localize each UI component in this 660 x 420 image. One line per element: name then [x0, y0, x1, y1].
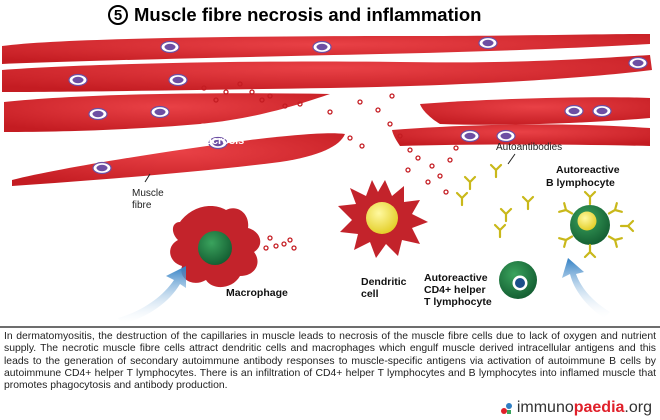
macrophage-debris — [263, 235, 297, 251]
t-lymphocyte — [499, 261, 537, 299]
muscle-fibre-2 — [2, 55, 652, 92]
dendritic-label-line2: cell — [361, 288, 379, 300]
macrophage-label: Macrophage — [226, 287, 288, 299]
title: 5 Muscle fibre necrosis and inflammation — [108, 2, 481, 28]
autoreactive-t-label-line1: Autoreactive — [424, 272, 488, 284]
infiltration-arrow-left — [118, 266, 186, 324]
page-title: Muscle fibre necrosis and inflammation — [134, 4, 482, 25]
muscle-fibre-4-right — [392, 124, 650, 146]
dendritic-label-line1: Dendritic — [361, 276, 407, 288]
infiltration-arrow-right — [562, 258, 610, 318]
muscle-fibre-label-line1: Muscle — [132, 188, 164, 199]
cell-necrosis-label-line2: necrosis — [199, 135, 244, 147]
autoreactive-t-label-line2: CD4+ helper — [424, 284, 486, 296]
autoreactive-b-label-line2: B lymphocyte — [546, 177, 615, 189]
free-antibodies — [455, 163, 535, 239]
cell-necrosis-label-line1: Cell — [199, 122, 219, 134]
diagram: Cell necrosis Muscle fibre Autoantibodie… — [2, 34, 652, 324]
muscle-fibre-4-left — [12, 133, 345, 186]
logo-text-2: paedia — [573, 399, 625, 416]
logo-text-1: immuno — [516, 399, 574, 416]
muscle-fibre-3-right — [420, 97, 650, 125]
step-number-badge: 5 — [108, 5, 128, 25]
b-lymphocyte — [558, 190, 635, 259]
dendritic-cell — [338, 180, 428, 258]
necrosis-debris — [201, 81, 459, 195]
macrophage — [170, 206, 261, 288]
divider — [0, 326, 660, 328]
autoreactive-b-label-line1: Autoreactive — [556, 164, 620, 176]
muscle-fibre-pointer — [144, 173, 151, 183]
logo-icon — [500, 402, 512, 414]
autoantibodies-pointer — [507, 153, 516, 165]
autoantibodies-label: Autoantibodies — [496, 142, 562, 153]
caption-text: In dermatomyositis, the destruction of t… — [4, 331, 656, 392]
logo-text-3: .org — [624, 399, 652, 416]
muscle-fibre-label-line2: fibre — [132, 200, 152, 211]
autoreactive-t-label-line3: T lymphocyte — [424, 296, 492, 308]
